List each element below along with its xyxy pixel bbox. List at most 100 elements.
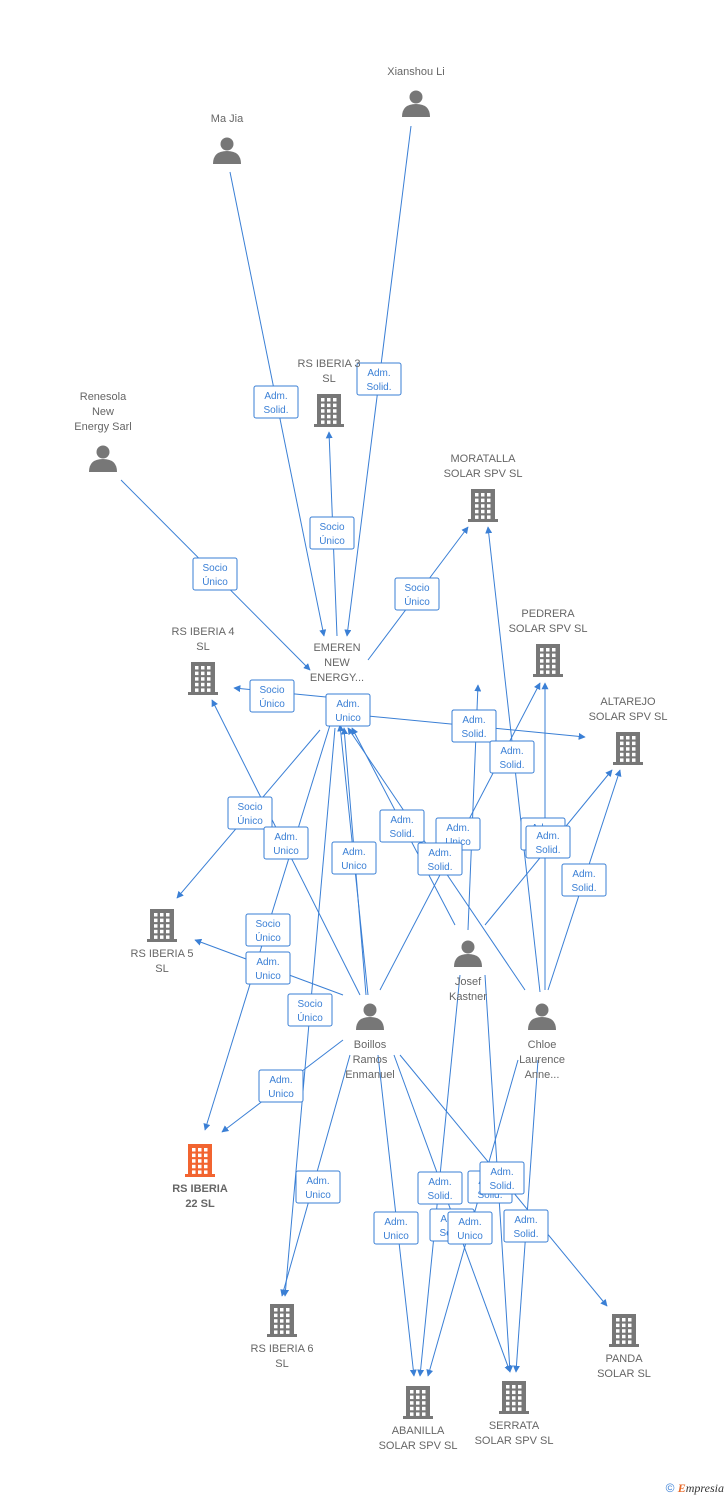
edge-label-boillos-serrata[interactable]: Adm.Unico xyxy=(447,1211,493,1245)
node-label-chloe: Laurence xyxy=(519,1054,565,1066)
edge-label-text: Solid. xyxy=(489,1181,514,1192)
edge-label-boillos-rsiberia4[interactable]: Adm. Unico xyxy=(263,826,309,860)
node-label-panda: SOLAR SL xyxy=(597,1368,651,1380)
node-label-renesola: Energy Sarl xyxy=(74,421,131,433)
node-label-rsiberia6: RS IBERIA 6 xyxy=(251,1343,314,1355)
node-label-rsiberia22: 22 SL xyxy=(185,1198,215,1210)
edge-label-text: Solid. xyxy=(366,382,391,393)
edge-label-text: Adm. xyxy=(367,368,390,379)
node-label-rsiberia6: SL xyxy=(275,1358,288,1370)
edge-label-text: Adm. xyxy=(428,1177,451,1188)
edge-label-chloe-altarejo[interactable]: Adm.Solid. xyxy=(561,863,607,897)
edge-label-text: Adm. xyxy=(384,1217,407,1228)
edge-label-chloe-emeren[interactable]: Adm.Solid. xyxy=(417,842,463,876)
building-icon xyxy=(499,1381,529,1414)
edge-label-boillos-rsiberia6[interactable]: Adm.Unico xyxy=(295,1170,341,1204)
edge-label-text: Único xyxy=(202,575,228,588)
edge-label-text: Solid. xyxy=(477,1190,502,1201)
edge-label-josef-abanilla[interactable]: Adm. Solid. xyxy=(417,1171,463,1205)
node-label-panda: PANDA xyxy=(605,1353,643,1365)
edge-label-text: Adm. xyxy=(256,957,279,968)
node-emeren[interactable]: EMERENNEWENERGY... xyxy=(310,642,364,684)
edge-label-boillos-panda[interactable]: Adm.Solid. xyxy=(479,1161,525,1195)
edge-label-text: Unico xyxy=(383,1231,409,1242)
edge-label-boillos-emeren[interactable]: Adm.Unico xyxy=(331,841,377,875)
person-icon xyxy=(454,940,482,967)
node-label-boillos: Enmanuel xyxy=(345,1069,395,1081)
edge-label-majia-emeren[interactable]: Adm.Solid. xyxy=(253,385,299,419)
edge-label-text: Unico xyxy=(273,846,299,857)
edge-label-boillos-rsiberia5[interactable]: Adm.Unico xyxy=(245,951,291,985)
node-label-renesola: Renesola xyxy=(80,391,127,403)
edge-label-boillos-emeren[interactable]: Adm.Unico xyxy=(325,693,371,727)
edge-label-text: Adm. xyxy=(390,815,413,826)
edge-label-josef-altarejo[interactable]: Adm.Solid. xyxy=(525,825,571,859)
node-label-rsiberia4: SL xyxy=(196,641,209,653)
node-label-josef: Josef xyxy=(455,976,482,988)
edge-label-text: Adm. xyxy=(274,832,297,843)
edge-label-chloe-serrata[interactable]: Adm.Solid. xyxy=(503,1209,549,1243)
node-label-emeren: ENERGY... xyxy=(310,672,364,684)
edge-label-boillos-rsiberia22[interactable]: Adm.Unico xyxy=(258,1069,304,1103)
person-icon xyxy=(402,90,430,117)
edge-label-text: Único xyxy=(259,697,285,710)
edge-label-text: Solid. xyxy=(427,1191,452,1202)
node-rsiberia6[interactable]: RS IBERIA 6 SL xyxy=(251,1304,314,1370)
edge-label-boillos-abanilla[interactable]: Adm. Unico xyxy=(373,1211,419,1245)
edge-label-text: Único xyxy=(297,1011,323,1024)
edge-label-text: Unico xyxy=(268,1089,294,1100)
node-rsiberia4[interactable]: RS IBERIA 4SL xyxy=(172,626,235,695)
edge-label-josef-pedrera[interactable]: Adm.Solid. xyxy=(451,709,497,743)
edge-label-text: Unico xyxy=(305,1190,331,1201)
node-label-chloe: Anne... xyxy=(525,1069,560,1081)
edge-label-text: Solid. xyxy=(263,405,288,416)
footer-brand: © Empresia xyxy=(666,1481,724,1496)
node-majia[interactable]: Ma Jia xyxy=(211,113,244,164)
building-icon xyxy=(147,909,177,942)
node-panda[interactable]: PANDA SOLAR SL xyxy=(597,1314,651,1380)
edge-label-text: Único xyxy=(319,534,345,547)
node-label-rsiberia22: RS IBERIA xyxy=(172,1183,228,1195)
edge-label-text: Unico xyxy=(335,713,361,724)
edge-label-text: Solid. xyxy=(427,862,452,873)
node-label-altarejo: ALTAREJO xyxy=(600,696,656,708)
edge-label-text: Adm. xyxy=(462,715,485,726)
edge-label-text: Adm. xyxy=(446,823,469,834)
node-label-boillos: Ramos xyxy=(353,1054,388,1066)
node-xianshou[interactable]: Xianshou Li xyxy=(387,66,445,117)
edge-label-text: Socio xyxy=(255,919,280,930)
node-rsiberia5[interactable]: RS IBERIA 5SL xyxy=(131,909,194,975)
node-rsiberia22[interactable]: RS IBERIA 22 SL xyxy=(172,1144,228,1210)
edge-label-text: Socio xyxy=(259,685,284,696)
brand-logo[interactable]: Empresia xyxy=(678,1481,724,1495)
node-label-moratalla: SOLAR SPV SL xyxy=(444,468,523,480)
edge-label-text: Socio xyxy=(297,999,322,1010)
edge-label-text: Socio xyxy=(237,802,262,813)
person-icon xyxy=(356,1003,384,1030)
node-rsiberia3[interactable]: RS IBERIA 3SL xyxy=(298,358,361,427)
node-label-emeren: EMEREN xyxy=(313,642,360,654)
edge-label-josef-emeren[interactable]: Adm.Solid. xyxy=(379,809,425,843)
edge-label-xianshou-emeren[interactable]: Adm. Solid. xyxy=(356,362,402,396)
node-chloe[interactable]: ChloeLaurenceAnne... xyxy=(519,1003,565,1082)
building-icon xyxy=(609,1314,639,1347)
edge-label-chloe-moratalla[interactable]: Adm.Solid. xyxy=(489,740,535,774)
edge-label-text: Adm. xyxy=(514,1215,537,1226)
node-label-xianshou: Xianshou Li xyxy=(387,66,445,78)
